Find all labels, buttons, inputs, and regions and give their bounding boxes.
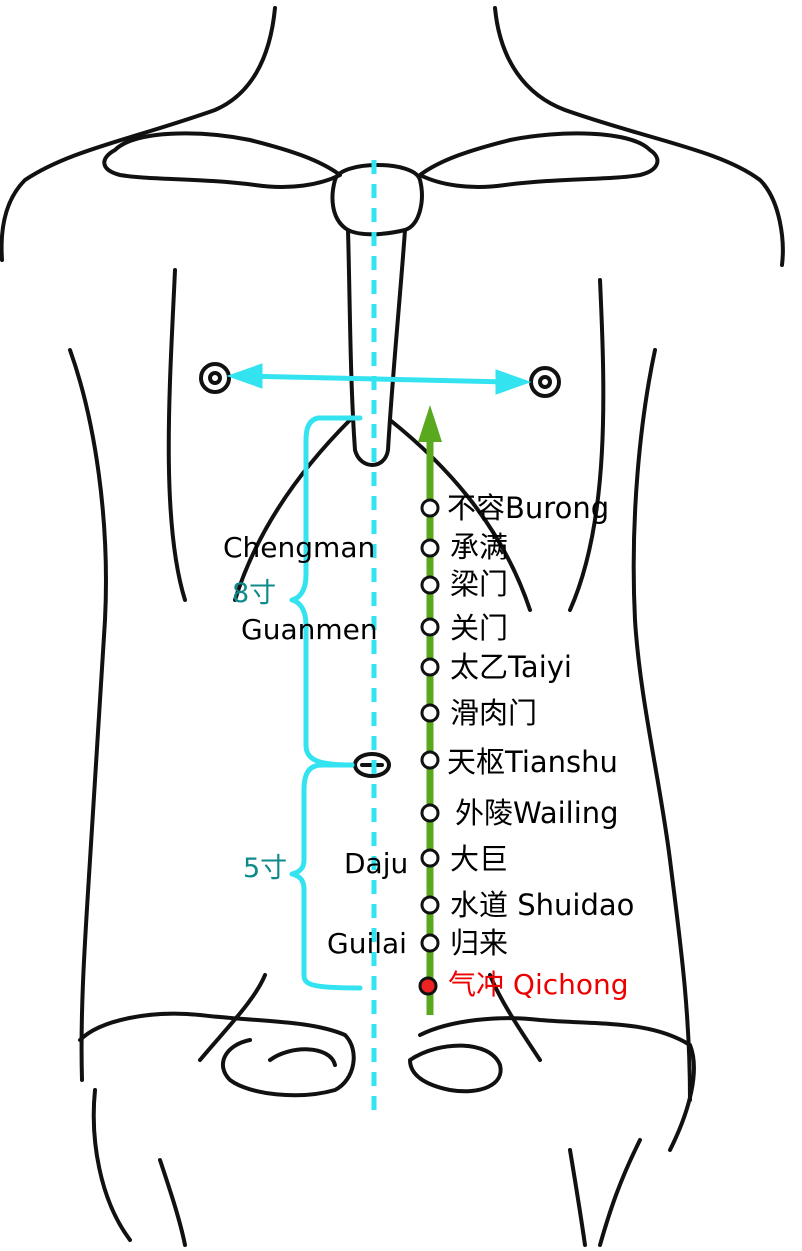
point-label-taiyi: 太乙Taiyi — [450, 650, 572, 684]
acupoint-marker — [420, 895, 440, 915]
acupoint-marker — [420, 848, 440, 868]
nipple-distance-arrow — [226, 363, 532, 395]
acupoint-marker — [420, 657, 440, 677]
measure-label-lower: 5寸 — [243, 853, 288, 884]
point-label-tianshu: 天枢Tianshu — [447, 745, 618, 779]
acupoint-marker — [420, 933, 440, 953]
point-label-wailing: 外陵Wailing — [455, 796, 619, 830]
point-label-liangmen: 梁门 — [450, 567, 509, 601]
acupoint-marker — [420, 575, 440, 595]
left-label-daju: Daju — [344, 847, 409, 880]
point-label-shuidao: 水道 Shuidao — [450, 888, 635, 922]
body-outline — [0, 6, 785, 1247]
acupoint-markers — [418, 498, 440, 996]
acupoint-marker — [420, 803, 440, 823]
point-label-guanmen: 关门 — [450, 611, 509, 645]
acupoint-marker — [420, 617, 440, 637]
measure-label-upper: 8寸 — [232, 578, 277, 609]
acupoint-marker — [420, 498, 440, 518]
acupoint-marker — [420, 750, 440, 770]
point-label-huaroumen: 滑肉门 — [450, 696, 538, 730]
measurement-brackets — [289, 415, 363, 991]
point-label-chengman: 承满 — [450, 530, 509, 564]
point-label-guilai: 归来 — [450, 926, 509, 960]
stomach-meridian-line — [418, 405, 442, 1015]
acupoint-marker — [420, 538, 440, 558]
qichong-marker — [418, 976, 438, 996]
left-label-chengman: Chengman — [223, 531, 376, 564]
left-label-guilai: Guilai — [327, 927, 407, 960]
point-label-qichong: 气冲 Qichong — [448, 968, 629, 1001]
acupoint-marker — [420, 703, 440, 723]
point-label-daju: 大巨 — [450, 842, 509, 876]
left-label-guanmen: Guanmen — [241, 613, 378, 646]
point-label-burong: 不容Burong — [447, 491, 610, 525]
